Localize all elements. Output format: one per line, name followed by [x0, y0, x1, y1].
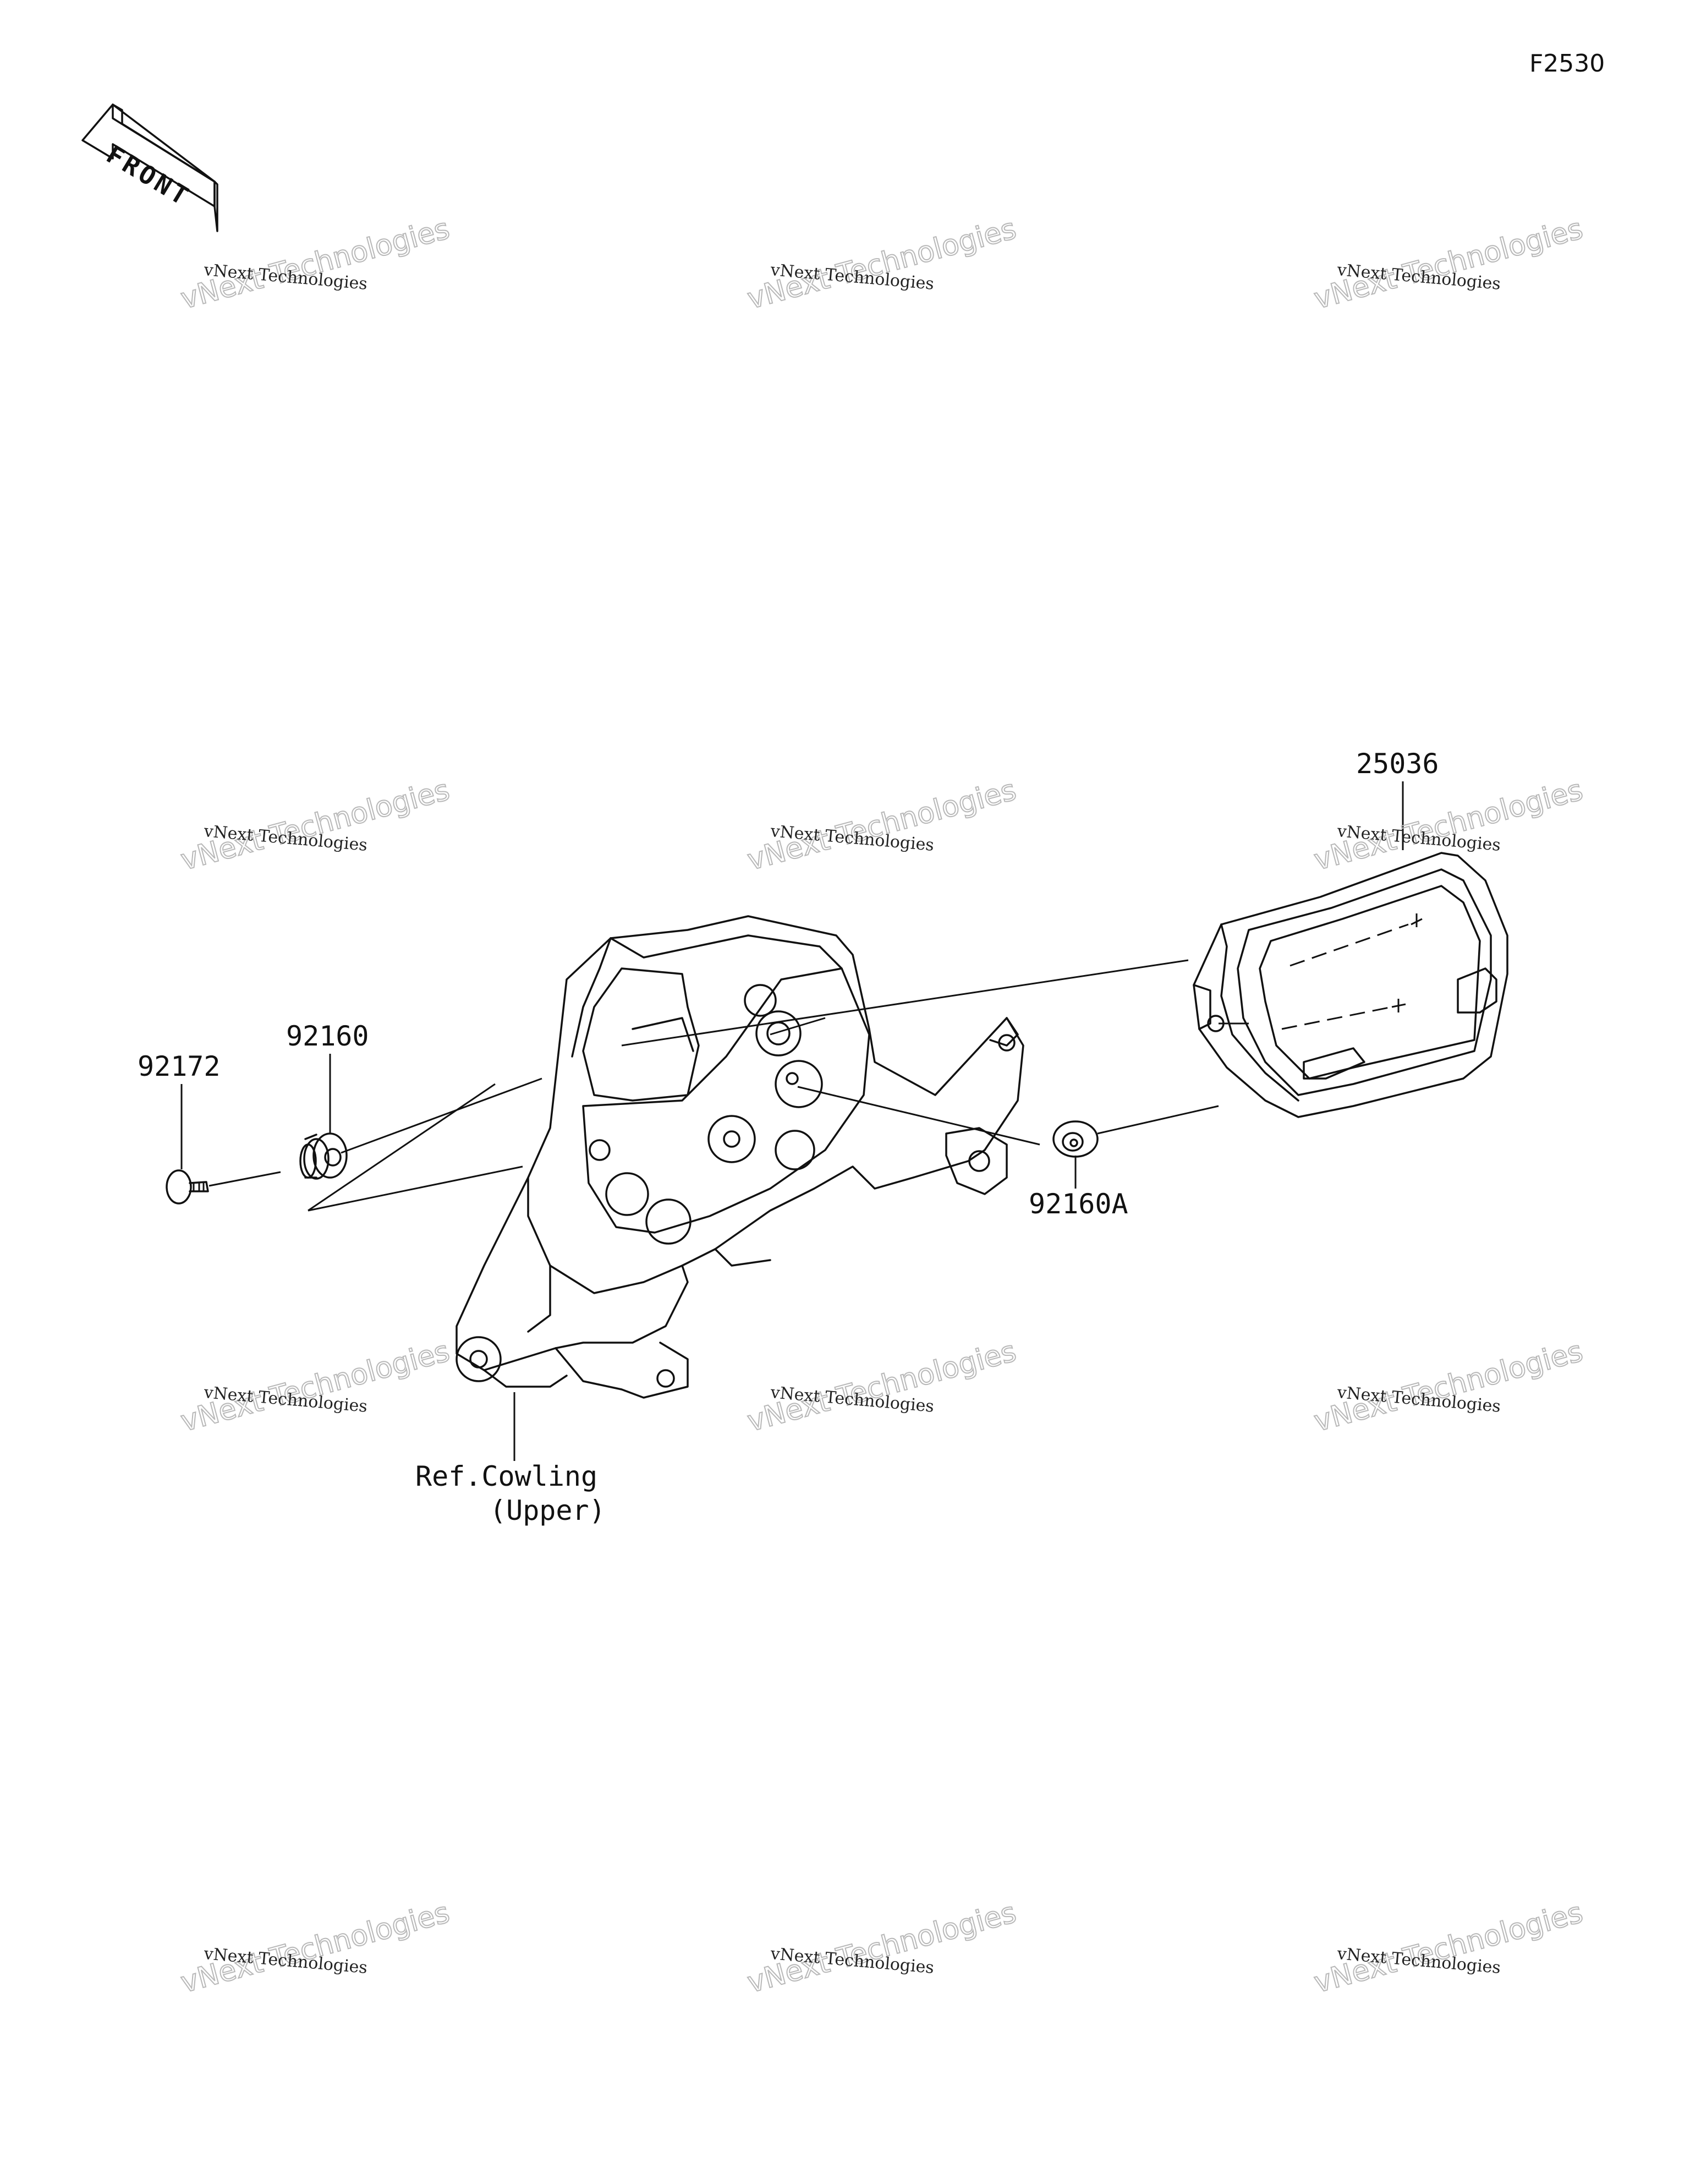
watermark: vNext Technologies vNext Technologies [1310, 773, 1587, 878]
watermark: vNext Technologies vNext Technologies [743, 1334, 1020, 1439]
grommet-92160a [1052, 1120, 1099, 1158]
part-label-92160a: 92160A [1029, 1156, 1128, 1220]
watermark: vNext Technologies vNext Technologies [743, 1896, 1020, 2000]
part-label-92160: 92160 [286, 1020, 369, 1134]
watermark: vNext Technologies vNext Technologies [743, 212, 1020, 316]
part-label-25036: 25036 [1356, 748, 1439, 850]
cowling-upper-bracket [456, 915, 1024, 1399]
svg-text:Ref.Cowling: Ref.Cowling [415, 1460, 597, 1492]
watermark: vNext Technologies vNext Technologies [177, 1334, 453, 1439]
watermark: vNext Technologies vNext Technologies [1310, 1334, 1587, 1439]
svg-text:92160: 92160 [286, 1020, 369, 1052]
watermark: vNext Technologies vNext Technologies [1310, 212, 1587, 316]
watermark: vNext Technologies vNext Technologies [1310, 1896, 1587, 2000]
svg-text:92172: 92172 [138, 1050, 221, 1082]
front-label: FRONT [101, 139, 196, 212]
grommet-92160 [299, 1132, 348, 1180]
watermark: vNext Technologies vNext Technologies [177, 773, 453, 878]
svg-text:92160A: 92160A [1029, 1188, 1128, 1220]
svg-text:25036: 25036 [1356, 748, 1439, 780]
part-label-92172: 92172 [138, 1050, 221, 1169]
watermark: vNext Technologies vNext Technologies [743, 773, 1020, 878]
meter-assembly [1193, 852, 1508, 1118]
reference-cowling-upper: Ref.Cowling (Upper) [415, 1392, 606, 1526]
watermark: vNext Technologies vNext Technologies [177, 1896, 453, 2000]
svg-text:(Upper): (Upper) [490, 1495, 606, 1526]
watermark: vNext Technologies vNext Technologies [177, 212, 453, 316]
assembly-lines [208, 959, 1249, 1212]
front-arrow-icon: FRONT [81, 103, 218, 232]
screw-92172 [166, 1169, 209, 1205]
figure-code: F2530 [1529, 50, 1605, 78]
